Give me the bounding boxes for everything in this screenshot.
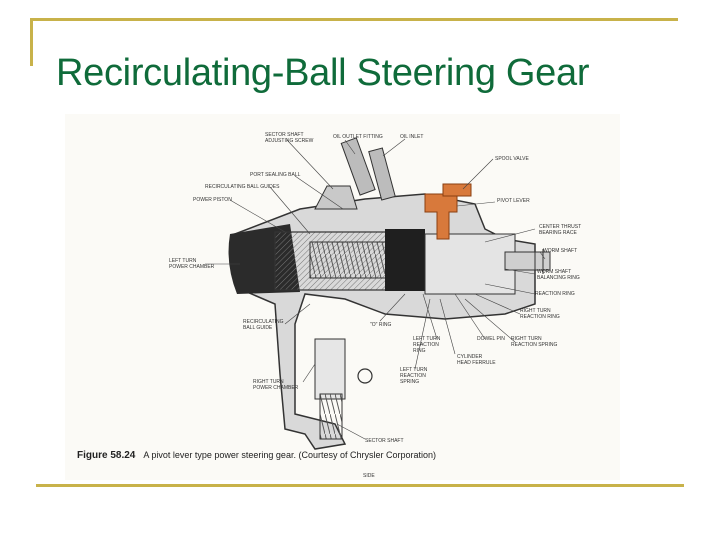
figure-number: Figure 58.24 xyxy=(77,450,136,461)
label-port-sealing-ball: PORT SEALING BALL xyxy=(250,172,301,178)
worm-shaft-end xyxy=(504,251,551,271)
label-sector-shaft: SECTOR SHAFT xyxy=(365,438,404,444)
steering-gear-illustration xyxy=(205,137,551,450)
oil-outlet-fitting xyxy=(340,137,376,196)
label-left-turn-reaction-ring: LEFT TURN REACTION RING xyxy=(413,336,441,354)
label-worm-shaft-balancing-ring: WORM SHAFT BALANCING RING xyxy=(537,269,580,281)
frame-accent-bottom xyxy=(36,484,684,487)
pivot-lever xyxy=(424,193,458,240)
oil-inlet-fitting xyxy=(368,147,396,201)
label-reaction-ring: REACTION RING xyxy=(535,291,575,297)
label-right-turn-reaction-spring: RIGHT TURN REACTION SPRING xyxy=(511,336,558,348)
label-left-turn-power-chamber: LEFT TURN POWER CHAMBER xyxy=(169,258,215,270)
valve-body xyxy=(424,233,516,295)
label-center-thrust-bearing-race: CENTER THRUST BEARING RACE xyxy=(539,224,582,236)
mount-eye xyxy=(357,368,373,384)
label-spool-valve: SPOOL VALVE xyxy=(495,156,529,162)
reaction-chamber xyxy=(385,229,425,291)
sector-shaft-housing xyxy=(314,338,346,400)
frame-accent-vertical xyxy=(30,18,33,66)
label-o-ring: "O" RING xyxy=(370,322,392,328)
label-right-turn-reaction-ring: RIGHT TURN REACTION RING xyxy=(520,308,560,320)
label-power-piston: POWER PISTON xyxy=(193,197,232,203)
label-cylinder-head-ferrule: CYLINDER HEAD FERRULE xyxy=(457,354,496,366)
label-left-turn-reaction-spring: LEFT TURN REACTION SPRING xyxy=(400,367,428,385)
label-recirculating-ball-guides: RECIRCULATING BALL GUIDES xyxy=(205,184,280,190)
frame-accent-top xyxy=(30,18,678,21)
figure-caption: Figure 58.24 A pivot lever type power ste… xyxy=(77,450,436,461)
label-worm-shaft: WORM SHAFT xyxy=(543,248,578,254)
label-oil-outlet-fitting: OIL OUTLET FITTING xyxy=(333,134,383,140)
slide-title: Recirculating-Ball Steering Gear xyxy=(56,52,590,94)
sector-shaft xyxy=(319,393,343,440)
label-oil-inlet: OIL INLET xyxy=(400,134,424,140)
label-dowel-pin: DOWEL PIN xyxy=(477,336,505,342)
figure-scan: SECTOR SHAFT ADJUSTING SCREW OIL OUTLET … xyxy=(65,114,620,480)
label-pivot-lever: PIVOT LEVER xyxy=(497,198,530,204)
figure-caption-text: A pivot lever type power steering gear. … xyxy=(143,450,436,460)
label-side: SIDE xyxy=(363,473,375,479)
label-recirculating-ball-guide: RECIRCULATING BALL GUIDE xyxy=(243,319,284,331)
sector-adjust-tower xyxy=(314,185,358,210)
label-sector-shaft-adjusting-screw: SECTOR SHAFT ADJUSTING SCREW xyxy=(265,132,314,144)
spool-valve xyxy=(442,183,472,197)
label-right-turn-power-chamber: RIGHT TURN POWER CHAMBER xyxy=(253,379,299,391)
